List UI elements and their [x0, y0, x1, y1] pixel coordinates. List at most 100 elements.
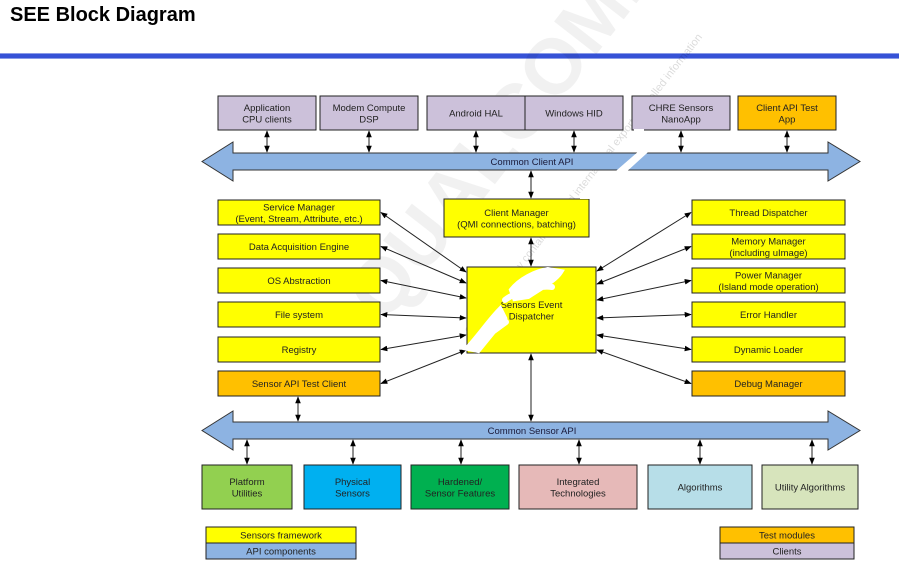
module-memory-manager-shape	[691, 233, 846, 260]
module-file-system-label: File system	[275, 310, 323, 321]
client-modem-compute-dsp-label: Modem Compute	[333, 103, 406, 114]
sensor-module-hardened-sensor-features-label: Hardened/	[438, 477, 483, 488]
module-os-abstraction: OS Abstraction	[217, 267, 381, 294]
client-manager: Client Manager(QMI connections, batching…	[443, 198, 590, 238]
common-client-api-bus-arrow	[201, 141, 861, 182]
client-client-api-test-app-label: Client API Test	[756, 103, 818, 114]
sensor-module-integrated-technologies-shape	[518, 464, 638, 510]
page-title: SEE Block Diagram	[10, 4, 196, 26]
module-thread-dispatcher: Thread Dispatcher	[691, 199, 846, 226]
module-dynamic-loader-shape	[691, 336, 846, 363]
module-registry: Registry	[217, 336, 381, 363]
module-power-manager-shape	[691, 267, 846, 294]
client-chre-sensors-nanoapp-shape	[631, 95, 731, 131]
module-dispatcher-connector	[596, 246, 692, 285]
module-dispatcher-connector	[596, 333, 692, 352]
module-dynamic-loader-label: Dynamic Loader	[734, 345, 803, 356]
sensor-module-platform-utilities-label: Platform	[229, 477, 264, 488]
client-android-hal: Android HAL	[426, 95, 526, 131]
sensors-event-dispatcher-label: Sensors Event	[501, 300, 563, 311]
common-sensor-api-bus-arrow	[201, 410, 861, 451]
module-dispatcher-connector	[380, 246, 467, 284]
sensor-module-algorithms-shape	[647, 464, 753, 510]
module-data-acquisition-engine-shape	[217, 233, 381, 260]
module-file-system-shape	[217, 301, 381, 328]
module-service-manager-label: Service Manager	[263, 202, 335, 213]
client-modem-compute-dsp-shape	[319, 95, 419, 131]
client-modem-compute-dsp-label: DSP	[359, 114, 379, 125]
module-thread-dispatcher-shape	[691, 199, 846, 226]
sensor-module-platform-utilities-label: Utilities	[232, 488, 263, 499]
client-application-cpu-clients-label: Application	[244, 103, 290, 114]
sensors-event-dispatcher-label: Dispatcher	[509, 311, 554, 322]
sensor-module-physical-sensors-shape	[303, 464, 402, 510]
sensor-module-integrated-technologies-label: Integrated	[557, 477, 600, 488]
module-error-handler-label: Error Handler	[740, 310, 797, 321]
client-manager-label: Client Manager	[484, 208, 548, 219]
redaction-scribble	[462, 304, 509, 354]
legend-label-sensors-framework: Sensors framework	[240, 531, 322, 542]
sensor-module-physical-sensors-label: Physical	[335, 477, 370, 488]
sensor-module-platform-utilities-shape	[201, 464, 293, 510]
module-registry-label: Registry	[282, 345, 317, 356]
module-error-handler: Error Handler	[691, 301, 846, 328]
legend-label-api-components: API components	[246, 547, 316, 558]
module-debug-manager-shape	[691, 370, 846, 397]
sensor-module-utility-algorithms-shape	[761, 464, 859, 510]
client-application-cpu-clients-shape	[217, 95, 317, 131]
module-dispatcher-connector	[596, 279, 692, 302]
module-memory-manager-label: (including uImage)	[729, 248, 807, 259]
module-sensor-api-test-client-shape	[217, 370, 381, 397]
redaction-scribble	[612, 150, 650, 174]
module-file-system: File system	[217, 301, 381, 328]
sensor-module-physical-sensors-label: Sensors	[335, 488, 370, 499]
client-windows-hid: Windows HID	[524, 95, 624, 131]
module-error-handler-shape	[691, 301, 846, 328]
title-rule	[0, 53, 899, 59]
sensor-module-hardened-sensor-features-label: Sensor Features	[425, 488, 495, 499]
client-application-cpu-clients-label: CPU clients	[242, 114, 292, 125]
module-memory-manager-label: Memory Manager	[731, 236, 805, 247]
module-dispatcher-connector	[380, 311, 467, 321]
sensor-module-algorithms-label: Algorithms	[678, 483, 723, 494]
client-client-api-test-app-shape	[737, 95, 837, 131]
module-memory-manager: Memory Manager(including uImage)	[691, 233, 846, 260]
sensor-module-utility-algorithms-label: Utility Algorithms	[775, 483, 845, 494]
client-chre-sensors-nanoapp-label: CHRE Sensors	[649, 103, 714, 114]
client-manager-label: (QMI connections, batching)	[457, 219, 576, 230]
module-data-acquisition-engine: Data Acquisition Engine	[217, 233, 381, 260]
client-windows-hid-shape	[524, 95, 624, 131]
module-data-acquisition-engine-label: Data Acquisition Engine	[249, 242, 349, 253]
module-power-manager: Power Manager(Island mode operation)	[691, 267, 846, 294]
module-service-manager-label: (Event, Stream, Attribute, etc.)	[235, 214, 362, 225]
module-dispatcher-connector	[596, 212, 692, 272]
module-debug-manager: Debug Manager	[691, 370, 846, 397]
sensor-module-algorithms: Algorithms	[647, 464, 753, 510]
module-dispatcher-connector	[380, 333, 467, 352]
module-power-manager-label: (Island mode operation)	[718, 282, 818, 293]
module-debug-manager-label: Debug Manager	[734, 379, 802, 390]
client-chre-sensors-nanoapp-label: NanoApp	[661, 114, 701, 125]
module-dispatcher-connector	[380, 349, 467, 384]
legend-swatch-clients	[719, 542, 855, 560]
module-power-manager-label: Power Manager	[735, 270, 802, 281]
module-sensor-api-test-client-label: Sensor API Test Client	[252, 379, 347, 390]
common-sensor-api-bus: Common Sensor API	[201, 410, 861, 451]
legend-label-test-modules: Test modules	[759, 531, 815, 542]
module-thread-dispatcher-label: Thread Dispatcher	[729, 208, 807, 219]
connectors	[244, 130, 815, 465]
client-client-api-test-app-label: App	[779, 114, 796, 125]
legend-label-clients: Clients	[772, 547, 801, 558]
client-android-hal-shape	[426, 95, 526, 131]
legend-swatch-api-components	[205, 542, 357, 560]
